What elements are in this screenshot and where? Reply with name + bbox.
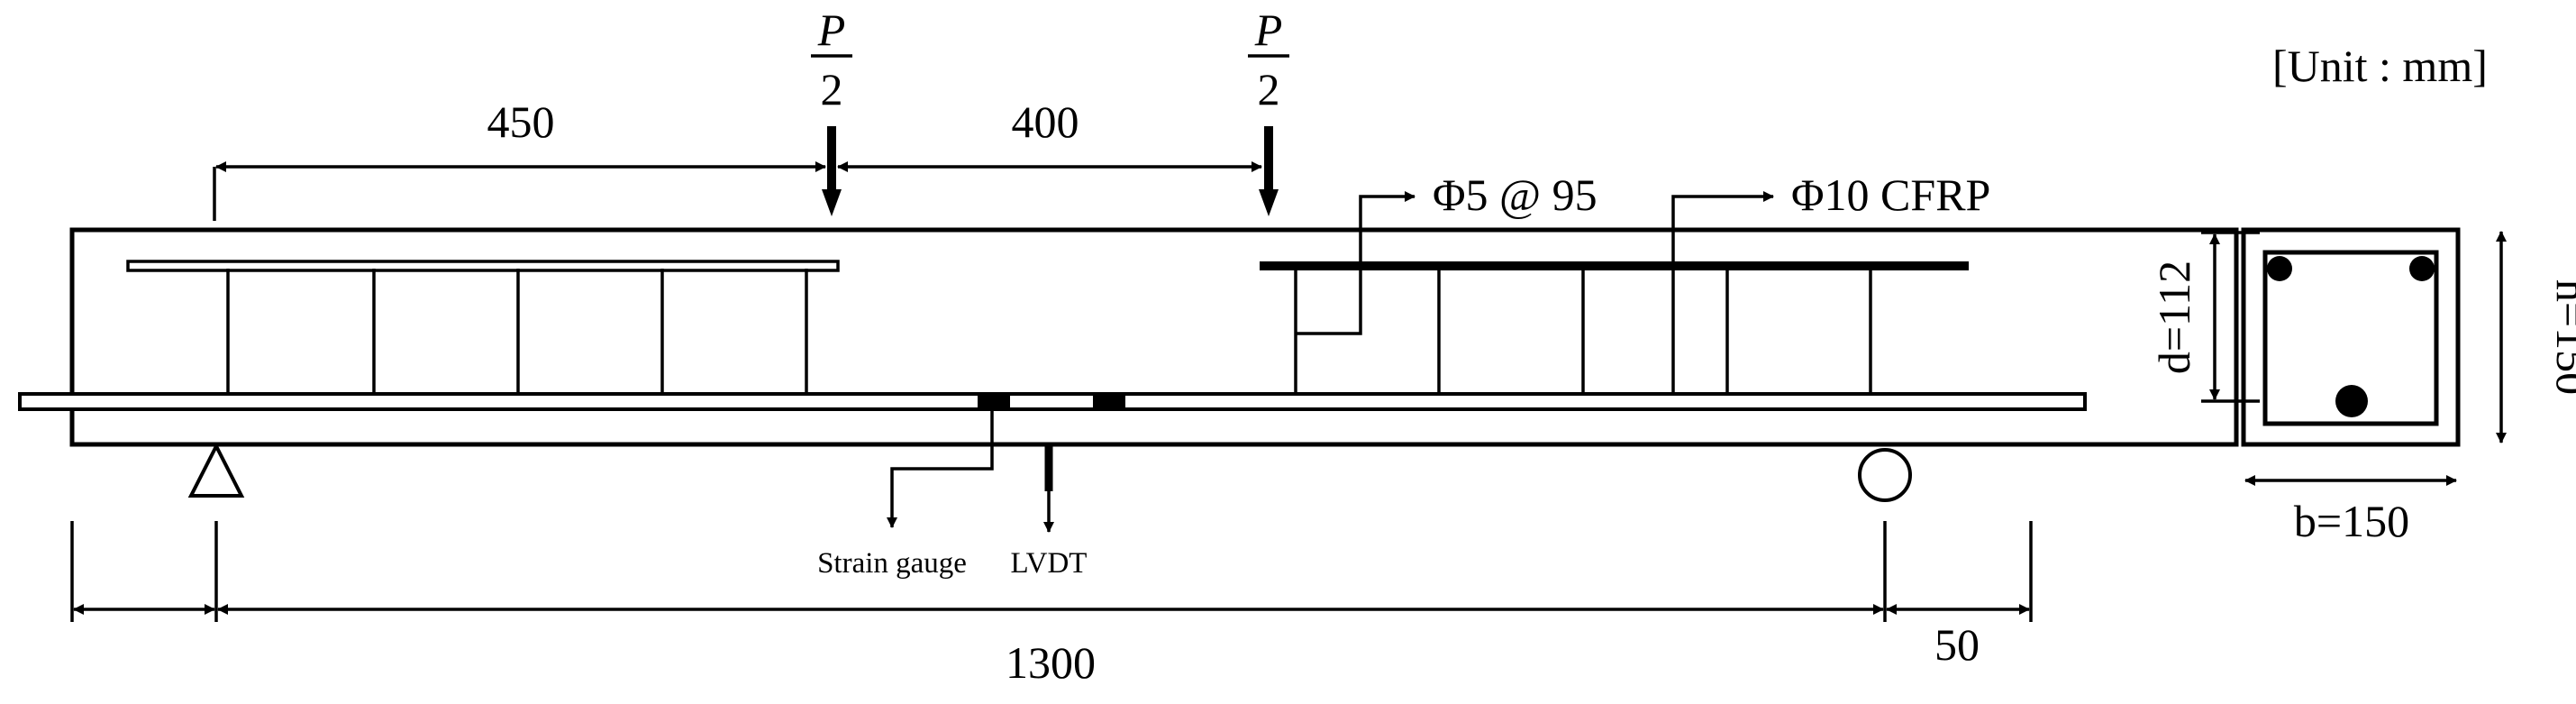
dimension-400-label: 400 <box>1012 96 1079 147</box>
strain-gauge-1 <box>978 394 1010 409</box>
cross-section: d=112 h=150 b=150 <box>2149 227 2576 546</box>
top-bar-left <box>2267 256 2292 281</box>
load-denominator: 2 <box>1258 64 1280 114</box>
unit-label: [Unit : mm] <box>2272 41 2488 91</box>
stirrups-left <box>226 269 808 394</box>
load-numerator: P <box>1254 5 1283 55</box>
dimension-450-label: 450 <box>487 96 555 147</box>
load-point-left: P 2 <box>811 5 852 216</box>
bottom-bar <box>2335 385 2368 417</box>
roller-support <box>1858 448 1912 502</box>
section-stirrup <box>2262 250 2439 426</box>
cfrp-label: Φ10 CFRP <box>1791 169 1990 220</box>
top-bar-right <box>2409 256 2435 281</box>
strain-gauge-2 <box>1093 394 1125 409</box>
height-label: h=150 <box>2547 279 2576 395</box>
dimension-1300-label: 1300 <box>1006 637 1096 688</box>
dimension-shear-span: 450 <box>213 96 826 221</box>
pin-support <box>187 442 245 498</box>
stirrup-callout: Φ5 @ 95 <box>1296 169 1597 335</box>
top-rebar-left <box>126 260 840 272</box>
stirrups-right <box>1294 269 1872 394</box>
load-point-right: P 2 <box>1248 5 1289 216</box>
stirrup-label: Φ5 @ 95 <box>1433 169 1597 220</box>
load-denominator: 2 <box>821 64 843 114</box>
lvdt: LVDT <box>1011 444 1088 580</box>
strain-gauge-label: Strain gauge <box>817 547 967 580</box>
strain-gauge-callout: Strain gauge <box>817 409 994 580</box>
effective-depth-label: d=112 <box>2149 261 2199 374</box>
bottom-dimensions: 1300 50 <box>70 521 2033 688</box>
beam-outline <box>69 227 2239 447</box>
lvdt-label: LVDT <box>1011 547 1088 580</box>
bottom-rebar <box>18 392 2087 411</box>
dimension-load-spacing: 400 <box>837 96 1262 172</box>
section-outer <box>2241 227 2461 447</box>
dimension-50-label: 50 <box>1934 619 1980 670</box>
cfrp-callout: Φ10 CFRP <box>1671 169 1990 394</box>
load-numerator: P <box>817 5 846 55</box>
width-label: b=150 <box>2294 496 2409 546</box>
